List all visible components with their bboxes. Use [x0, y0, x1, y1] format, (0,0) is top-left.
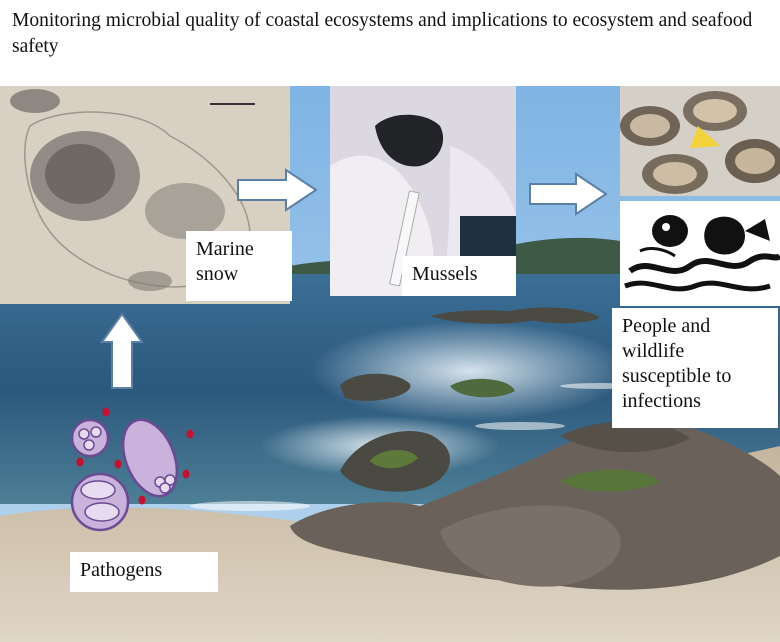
- pathogen-cell-icon: [121, 418, 179, 498]
- pathogen-cluster: [70, 407, 194, 532]
- mussel-icon: [375, 114, 444, 167]
- label-pathogens: Pathogens: [70, 552, 218, 592]
- arrow-right-icon: [529, 172, 608, 216]
- rocks: [290, 307, 780, 590]
- label-mussels: Mussels: [402, 256, 516, 296]
- wildlife-drawing: [620, 201, 780, 306]
- pathogen-dots: [76, 407, 194, 505]
- bird-icon: [620, 201, 780, 306]
- oysters-photo: [620, 86, 780, 196]
- oyster-icon: [620, 91, 780, 194]
- arrow-right-icon: [237, 168, 318, 212]
- pathogen-cell-icon: [70, 418, 110, 458]
- figure-title: Monitoring microbial quality of coastal …: [12, 10, 753, 57]
- label-people-wildlife: People and wildlife susceptible to infec…: [612, 308, 778, 428]
- sun-glare: [310, 321, 630, 421]
- pathogen-cell-icon: [70, 472, 130, 532]
- label-marine-snow: Marine snow: [186, 231, 292, 301]
- coastal-scene: Marine snow Mussels People and wildlife …: [0, 86, 780, 642]
- arrow-up-icon: [100, 312, 144, 389]
